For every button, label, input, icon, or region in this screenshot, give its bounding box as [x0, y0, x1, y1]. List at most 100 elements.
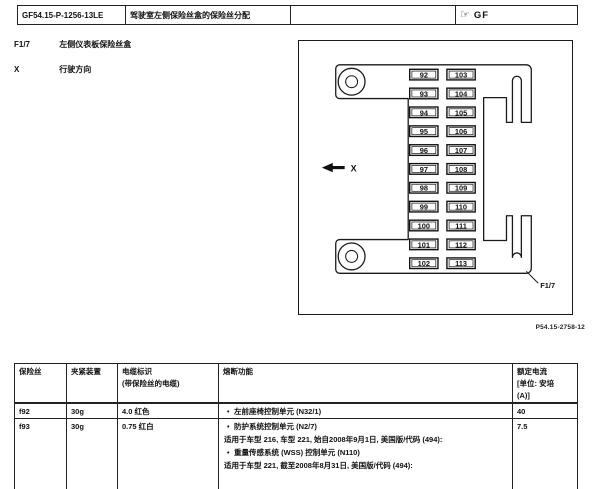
- fuse-number: 105: [455, 108, 467, 117]
- function-text: 重量传感系统 (WSS) 控制单元 (N110): [234, 447, 360, 457]
- column-header-cable: 电缆标识 (带保险丝的电缆): [118, 364, 219, 402]
- fuse-number: 113: [455, 259, 467, 268]
- fuse-cell: 99: [408, 200, 439, 213]
- direction-arrow-icon: [321, 162, 345, 173]
- cell-function: • 左前座椅控制单元 (N32/1): [219, 404, 513, 418]
- fuse-box-diagram: 92 93 94 95 96 97 98 99 100 101 102 103 104 105 106 107…: [298, 40, 573, 315]
- fuse-cell: 92: [408, 68, 439, 81]
- fuse-number: 98: [420, 184, 428, 193]
- column-header-clamp: 夹紧装置: [67, 364, 118, 402]
- fuse-number: 104: [455, 89, 468, 98]
- pointing-hand-icon: ☞: [460, 9, 470, 21]
- cell-cable: 0.75 红白: [118, 419, 219, 489]
- column-header-current: 额定电流 [单位: 安培 (A)]: [513, 364, 576, 402]
- component-label: F1/7: [540, 281, 555, 290]
- column-header-cable-line1: 电缆标识: [122, 367, 152, 376]
- fuse-cell: 109: [446, 181, 476, 194]
- fuse-number: 102: [418, 259, 430, 268]
- legend-key: X: [14, 65, 20, 74]
- table-header-row: 保险丝 夹紧装置 电缆标识 (带保险丝的电缆) 熔断功能 额定电流 [单位: 安…: [15, 364, 577, 404]
- function-text: 适用于车型 221, 截至2008年8月31日, 美国版/代码 (494):: [224, 461, 413, 471]
- fuse-cell: 105: [446, 106, 476, 119]
- cell-function: • 防护系统控制单元 (N2/7) 适用于车型 216, 车型 221, 始自200…: [219, 419, 513, 489]
- fuse-cell: 102: [408, 257, 439, 270]
- fuse-cell: 101: [408, 238, 439, 251]
- fuse-number: 107: [455, 146, 467, 155]
- function-text: 适用于车型 216, 车型 221, 始自2008年9月1日, 美国版/代码 (…: [224, 435, 443, 445]
- fuse-cell: 94: [408, 106, 439, 119]
- fuse-cell: 107: [446, 144, 476, 157]
- function-bullet-item: • 重量传感系统 (WSS) 控制单元 (N110): [223, 447, 509, 460]
- cell-cable: 4.0 红色: [118, 404, 219, 418]
- column-header-function: 熔断功能: [219, 364, 513, 402]
- fuse-number: 95: [420, 127, 428, 136]
- direction-label: X: [351, 164, 357, 174]
- column-header-current-line1: 额定电流: [517, 367, 547, 376]
- function-text: 左前座椅控制单元 (N32/1): [234, 407, 322, 416]
- fuse-cell: 104: [446, 87, 476, 100]
- bullet-icon: •: [227, 424, 230, 431]
- column-header-cable-line2: (带保险丝的电缆): [122, 379, 180, 389]
- fuse-table: 保险丝 夹紧装置 电缆标识 (带保险丝的电缆) 熔断功能 额定电流 [单位: 安…: [14, 363, 578, 489]
- document-header-bar: GF54.15-P-1256-13LE 驾驶室左侧保险丝盒的保险丝分配 ☞ GF: [17, 5, 578, 25]
- figure-number: P54.15-2758-12: [535, 324, 585, 331]
- manual-page: { "header": { "doc_code": "GF54.15-P-125…: [14, 5, 585, 489]
- cell-current: 40: [517, 407, 526, 416]
- fuse-number: 94: [420, 108, 429, 117]
- fuse-number: 108: [455, 165, 467, 174]
- legend-item-x: X 行驶方向: [14, 64, 91, 75]
- fuse-box-drawing: 92 93 94 95 96 97 98 99 100 101 102 103 104 105 106 107…: [321, 64, 555, 290]
- fuse-cell: 97: [408, 162, 439, 175]
- column-header-current-line2: [单位: 安培: [517, 379, 555, 389]
- fuse-cell: 110: [446, 200, 476, 213]
- table-row: f92 30g 4.0 红色 • 左前座椅控制单元 (N32/1) 40: [15, 404, 577, 419]
- fuse-cell: 100: [408, 219, 439, 232]
- fuse-grid: 92 93 94 95 96 97 98 99 100 101 102 103 104 105 106 107…: [408, 68, 476, 270]
- fuse-cell: 113: [446, 257, 476, 270]
- bullet-icon: •: [227, 409, 230, 416]
- cell-clamp: 30g: [67, 419, 118, 489]
- callout-leader-line: [525, 270, 539, 284]
- fuse-number: 100: [418, 221, 430, 230]
- fuse-cell: 103: [446, 68, 476, 81]
- cell-clamp: 30g: [67, 404, 118, 418]
- cell-current: 7.5: [517, 422, 528, 431]
- fuse-cell: 95: [408, 125, 439, 138]
- legend-item-f17: F1/7 左侧仪表板保险丝盒: [14, 39, 131, 50]
- fuse-number: 101: [418, 240, 430, 249]
- fuse-cell: 111: [446, 219, 476, 232]
- fuse-number: 111: [455, 221, 467, 230]
- legend-desc: 行驶方向: [59, 65, 92, 74]
- fuse-number: 106: [455, 127, 467, 136]
- fuse-cell: 108: [446, 162, 476, 175]
- cell-fuse-id: f92: [15, 404, 67, 418]
- bullet-icon: •: [227, 449, 230, 457]
- fuse-number: 92: [420, 71, 428, 80]
- section-label: GF: [473, 9, 490, 21]
- function-note-line: 适用于车型 221, 截至2008年8月31日, 美国版/代码 (494):: [223, 460, 509, 472]
- function-bullet-item: • 左前座椅控制单元 (N32/1): [223, 406, 509, 418]
- function-note-line: 适用于车型 216, 车型 221, 始自2008年9月1日, 美国版/代码 (…: [223, 434, 509, 446]
- fuse-cell: 98: [408, 181, 439, 194]
- mounting-hole-bottom-icon: [337, 242, 366, 271]
- doc-title: 驾驶室左侧保险丝盒的保险丝分配: [126, 6, 291, 24]
- function-bullet-item: • 防护系统控制单元 (N2/7): [223, 421, 509, 434]
- mounting-hole-bottom-inner-icon: [345, 249, 359, 263]
- function-text: 防护系统控制单元 (N2/7): [234, 422, 317, 431]
- fuse-number: 109: [455, 184, 467, 193]
- fuse-cell: 96: [408, 144, 439, 157]
- fuse-cell: 106: [446, 125, 476, 138]
- mounting-hole-top-inner-icon: [345, 75, 359, 89]
- legend-key: F1/7: [14, 40, 31, 49]
- column-header-fuse: 保险丝: [15, 364, 67, 402]
- legend-desc: 左侧仪表板保险丝盒: [59, 40, 132, 49]
- fuse-cell: 93: [408, 87, 439, 100]
- mounting-hole-top-icon: [337, 67, 366, 96]
- fuse-number: 110: [455, 203, 467, 212]
- fuse-number: 96: [420, 146, 428, 155]
- fuse-number: 103: [455, 71, 467, 80]
- column-header-current-line3: (A)]: [517, 391, 530, 401]
- fuse-cell: 112: [446, 238, 476, 251]
- cell-fuse-id: f93: [15, 419, 67, 489]
- section-cell: ☞ GF: [456, 6, 577, 24]
